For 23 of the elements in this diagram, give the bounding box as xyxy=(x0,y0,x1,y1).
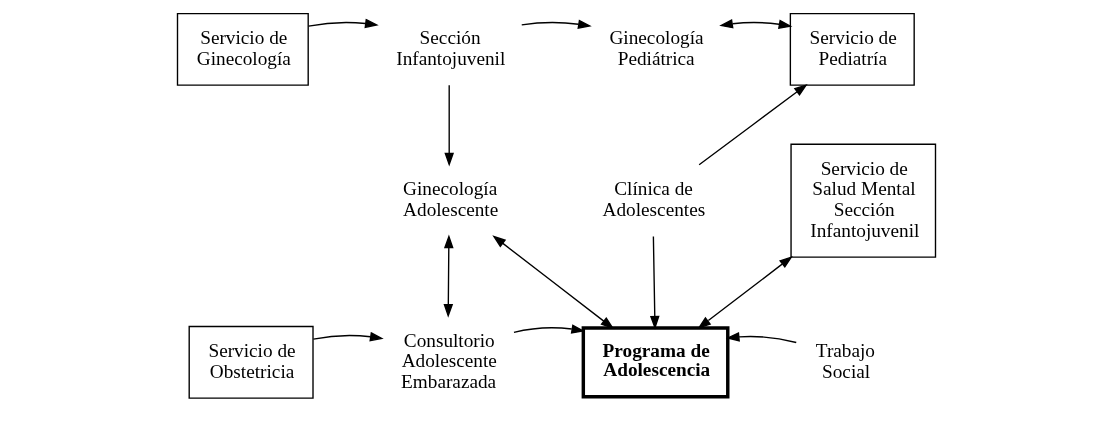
arrow xyxy=(718,19,792,29)
node-box: Servicio de Ginecología xyxy=(176,12,309,86)
node-text: Clínica de Adolescentes xyxy=(602,178,705,221)
arrow xyxy=(697,83,808,166)
arrow xyxy=(443,234,454,318)
arrow xyxy=(725,332,797,344)
arrow xyxy=(520,19,592,29)
node-box: Programa de Adolescencia xyxy=(581,326,729,399)
arrow xyxy=(443,84,454,167)
node-text: Trabajo Social xyxy=(815,340,875,382)
node-box: Servicio de Pediatría xyxy=(789,12,915,86)
node-box: Servicio de Obstetricia xyxy=(188,325,314,399)
node-text: Ginecología Pediátrica xyxy=(608,27,704,69)
arrow xyxy=(491,235,614,330)
arrow xyxy=(312,331,384,342)
arrow xyxy=(307,18,379,29)
node-text: Consultorio Adolescente Embarazada xyxy=(400,329,497,393)
node-text: Ginecología Adolescente xyxy=(402,178,498,221)
arrow xyxy=(649,235,660,330)
node-box: Servicio de Salud Mental Sección Infantojuvenil xyxy=(789,143,936,258)
arrow xyxy=(696,255,793,329)
arrow xyxy=(512,324,585,334)
node-text: Sección Infantojuvenil xyxy=(395,27,505,69)
